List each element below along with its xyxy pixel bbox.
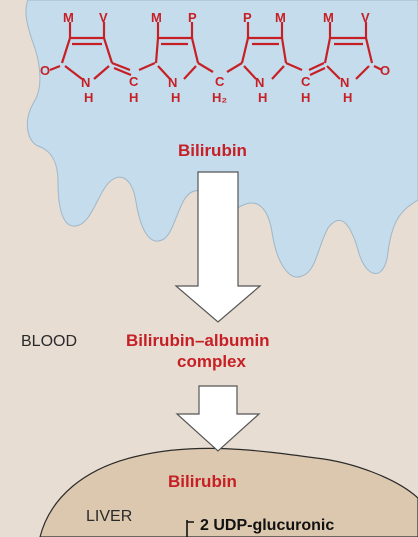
- pyrrole-ring-c: [240, 22, 288, 80]
- methylene-bridge: [197, 62, 243, 73]
- atom-label: C: [129, 74, 139, 89]
- methine-bridge-2: [285, 61, 326, 76]
- substituent-label: M: [323, 10, 334, 25]
- atom-label: H₂: [212, 90, 228, 105]
- methine-bridge-1: [111, 61, 156, 77]
- atom-label: H: [84, 90, 94, 105]
- substituent-label: V: [99, 10, 108, 25]
- atom-label: H: [301, 90, 311, 105]
- blood-label: BLOOD: [21, 333, 78, 350]
- pyrrole-ring-d: [323, 22, 383, 80]
- arrow-to-liver: [175, 385, 261, 452]
- complex-label-line1: Bilirubin–albumin: [126, 331, 270, 350]
- liver-label: LIVER: [86, 508, 133, 525]
- substituent-label: P: [243, 10, 252, 25]
- atom-label: N: [340, 75, 350, 90]
- substituent-label: M: [63, 10, 74, 25]
- atom-label: H: [343, 90, 353, 105]
- substituent-label: M: [275, 10, 286, 25]
- arrow-to-complex: [174, 171, 262, 323]
- substituent-label: M: [151, 10, 162, 25]
- pyrrole-ring-b: [154, 22, 200, 80]
- atom-label: C: [301, 74, 311, 89]
- liver-region: [39, 447, 418, 537]
- bilirubin-title: Bilirubin: [178, 141, 247, 160]
- atom-label: H: [129, 90, 139, 105]
- substituent-label: V: [361, 10, 370, 25]
- atom-label: O: [40, 63, 51, 78]
- bilirubin-structure: [49, 22, 383, 80]
- atom-label: H: [171, 90, 181, 105]
- atom-label: O: [380, 63, 391, 78]
- atom-label: H: [258, 90, 268, 105]
- atom-label: C: [215, 74, 225, 89]
- atom-label: N: [255, 75, 265, 90]
- cofactor-label: 2 UDP-glucuronic: [200, 517, 335, 534]
- atom-label: N: [81, 75, 91, 90]
- liver-bilirubin-label: Bilirubin: [168, 472, 237, 491]
- atom-label: N: [168, 75, 178, 90]
- complex-label-line2: complex: [177, 352, 246, 371]
- substituent-label: P: [188, 10, 197, 25]
- pyrrole-ring-a: [49, 22, 114, 80]
